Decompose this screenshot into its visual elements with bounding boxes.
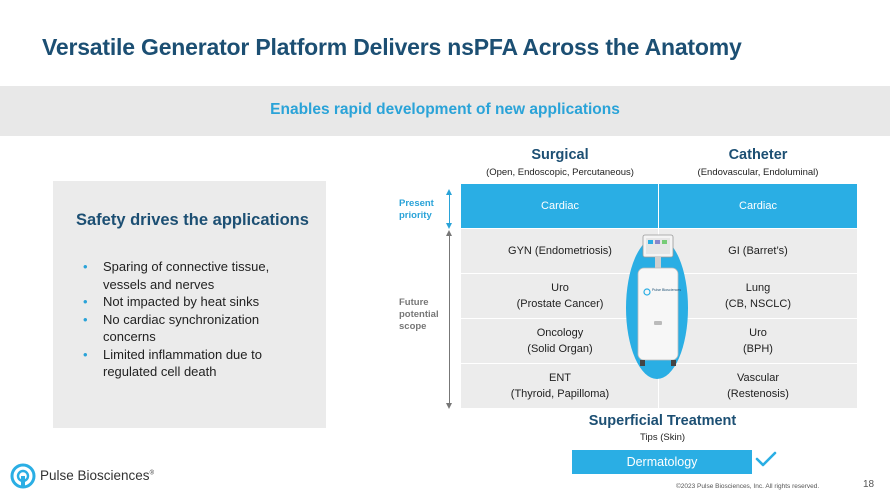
surgical-subtitle: (Open, Endoscopic, Percutaneous) (486, 167, 634, 178)
future-scope-label: Future potential scope (399, 297, 439, 332)
logo-text: Pulse Biosciences® (40, 468, 154, 483)
page-title: Versatile Generator Platform Delivers ns… (42, 34, 742, 60)
catheter-cell: Uro (BPH) (743, 327, 773, 355)
arrow-down-icon (446, 223, 452, 229)
banner-text: Enables rapid development of new applica… (270, 101, 620, 118)
banner: Enables rapid development of new applica… (0, 86, 890, 136)
arrow-up-icon (446, 189, 452, 195)
surgical-header: Surgical (Open, Endoscopic, Percutaneous… (461, 147, 659, 178)
surgical-cell: Cardiac (541, 200, 579, 212)
company-logo: Pulse Biosciences® (10, 463, 170, 489)
column-divider (658, 184, 659, 228)
surgical-cell: Oncology (Solid Organ) (527, 327, 593, 355)
safety-bullet: •No cardiac synchronization concerns (83, 311, 260, 345)
present-priority-label: Present priority (399, 198, 434, 221)
pulse-logo-icon (10, 463, 36, 489)
safety-title: Safety drives the applications (76, 211, 309, 229)
dermatology-label: Dermatology (572, 450, 752, 474)
safety-bullet: •Not impacted by heat sinks (83, 294, 260, 309)
bullet-icon: • (83, 346, 88, 362)
page-number: 18 (863, 479, 875, 490)
catheter-cell: Vascular (Restenosis) (727, 372, 789, 400)
surgical-cell: GYN (Endometriosis) (508, 245, 612, 257)
generator-device-image: Pulse Biosciences (626, 234, 688, 379)
safety-panel: Safety drives the applications •Sparing … (53, 181, 326, 428)
safety-bullet: •Limited inflammation due to regulated c… (83, 346, 262, 380)
catheter-header: Catheter (Endovascular, Endoluminal) (659, 147, 857, 178)
safety-bullets: •Sparing of connective tissue, vessels a… (83, 258, 313, 381)
catheter-subtitle: (Endovascular, Endoluminal) (697, 167, 819, 178)
future-arrow-line (449, 234, 450, 404)
table-row: Cardiac Cardiac (461, 184, 857, 229)
arrow-down-icon (446, 403, 452, 409)
bullet-icon: • (83, 259, 88, 274)
bullet-icon: • (83, 311, 88, 327)
copyright: ©2023 Pulse Biosciences, Inc. All rights… (676, 483, 820, 490)
catheter-cell: GI (Barret’s) (728, 245, 788, 257)
surgical-cell: Uro (Prostate Cancer) (516, 282, 604, 310)
surgical-cell: ENT (Thyroid, Papilloma) (510, 372, 610, 400)
svg-text:Pulse Biosciences: Pulse Biosciences (652, 288, 681, 292)
catheter-cell: Lung (CB, NSCLC) (724, 282, 791, 310)
arrow-up-icon (446, 230, 452, 236)
safety-bullet: •Sparing of connective tissue, vessels a… (83, 259, 270, 292)
bullet-icon: • (83, 294, 88, 309)
catheter-title: Catheter (728, 147, 788, 163)
superficial-title: Superficial Treatment (588, 413, 737, 429)
superficial-section: Superficial Treatment Tips (Skin) (560, 413, 765, 443)
catheter-cell: Cardiac (739, 200, 777, 212)
checkmark-icon (755, 451, 777, 467)
superficial-subtitle: Tips (Skin) (639, 432, 686, 443)
column-divider (658, 364, 659, 408)
present-arrow-line (449, 193, 450, 226)
surgical-title: Surgical (531, 147, 589, 163)
